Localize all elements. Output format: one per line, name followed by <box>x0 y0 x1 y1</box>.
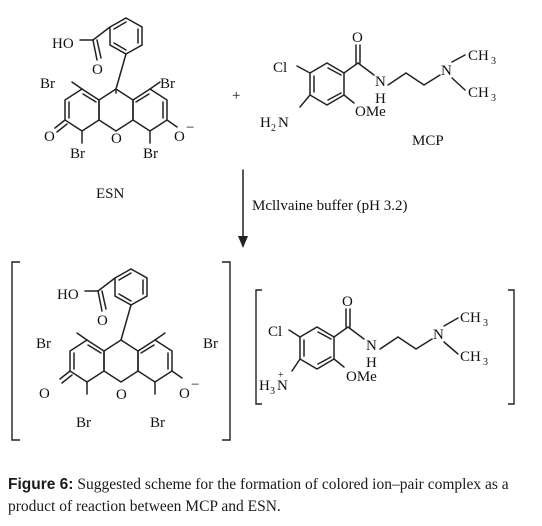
figure-label: Figure 6: <box>8 476 74 493</box>
esn-ring-o: O <box>111 131 122 147</box>
reaction-arrow: Mcllvaine buffer (pH 3.2) <box>238 169 408 248</box>
product-amide-n: N <box>366 338 377 354</box>
esn-ho-label: HO <box>52 36 74 52</box>
figure-caption: Figure 6: Suggested scheme for the forma… <box>8 474 536 518</box>
product-ring-o: O <box>116 387 127 403</box>
mcp-amide-h: H <box>375 91 386 107</box>
product-h3n-sub: 3 <box>270 386 275 397</box>
product-amine-n: N <box>433 327 444 343</box>
product-carbonyl-o: O <box>97 313 108 329</box>
mcp-ring <box>309 62 345 106</box>
product-ch3-bot-sub: 3 <box>483 357 488 368</box>
mcp-amide-n: N <box>375 74 386 90</box>
product-br-3: Br <box>76 415 91 431</box>
esn-structure: HO O Br Br Br Br O O O − ESN <box>40 17 194 202</box>
product-br-1: Br <box>36 336 51 352</box>
mcp-h2n-sub: 2 <box>271 123 276 134</box>
product-ho: HO <box>57 287 79 303</box>
esn-label: ESN <box>96 186 125 202</box>
product-ome: OMe <box>346 369 377 385</box>
product-ammonium-plus: + <box>278 370 284 381</box>
product-left-bracket-open <box>11 261 20 441</box>
product-phenoxide-o: O <box>179 386 190 402</box>
esn-xanthene-center <box>98 88 134 132</box>
esn-minus-charge: − <box>186 120 194 136</box>
mcp-ch3-top-sub: 3 <box>491 56 496 67</box>
product-h3n-h: H <box>259 378 270 394</box>
mcp-h2n-h: H <box>260 115 271 131</box>
product-right-bracket-open <box>255 289 262 405</box>
esn-benzoic-ring <box>109 17 143 55</box>
mcp-ome: OMe <box>355 104 386 120</box>
mcp-amine-n: N <box>441 63 452 79</box>
esn-phenoxide-o: O <box>174 129 185 145</box>
mcp-ch3-top: CH <box>468 48 489 64</box>
product-ketone-o: O <box>39 386 50 402</box>
product-ch3-top-sub: 3 <box>483 318 488 329</box>
esn-ketone-o: O <box>44 129 55 145</box>
reaction-scheme: HO O Br Br Br Br O O O − ESN + Cl O N H … <box>11 17 515 441</box>
product-ch3-bot: CH <box>460 349 481 365</box>
mcp-structure: Cl O N H N CH 3 CH 3 H 2 N OMe MCP <box>260 30 496 149</box>
esn-carbonyl-o: O <box>92 62 103 78</box>
product-br-2: Br <box>203 336 218 352</box>
product-left-bracket-close <box>222 261 231 441</box>
product-amide-h: H <box>366 355 377 371</box>
product-br-4: Br <box>150 415 165 431</box>
product-cl: Cl <box>268 324 282 340</box>
product-h3n-n: N <box>277 378 288 394</box>
product-mcp-structure: Cl O N H N CH 3 CH 3 H 3 N + OMe <box>255 289 515 405</box>
esn-br-2: Br <box>160 76 175 92</box>
product-ch3-top: CH <box>460 310 481 326</box>
mcp-label: MCP <box>412 133 444 149</box>
arrow-condition-label: Mcllvaine buffer (pH 3.2) <box>252 198 408 214</box>
caption-text: Suggested scheme for the formation of co… <box>8 476 509 515</box>
esn-br-4: Br <box>143 146 158 162</box>
product-minus-charge: − <box>191 377 199 393</box>
product-amide-o: O <box>342 294 353 310</box>
mcp-amide-o: O <box>352 30 363 46</box>
product-right-bracket-close <box>508 289 515 405</box>
esn-br-3: Br <box>70 146 85 162</box>
product-esn-structure: HO O Br Br Br Br O O O − <box>11 261 231 441</box>
mcp-ch3-bot: CH <box>468 85 489 101</box>
mcp-ch3-bot-sub: 3 <box>491 93 496 104</box>
plus-sign: + <box>232 88 240 104</box>
mcp-cl: Cl <box>273 60 287 76</box>
esn-br-1: Br <box>40 76 55 92</box>
mcp-h2n-n: N <box>278 115 289 131</box>
